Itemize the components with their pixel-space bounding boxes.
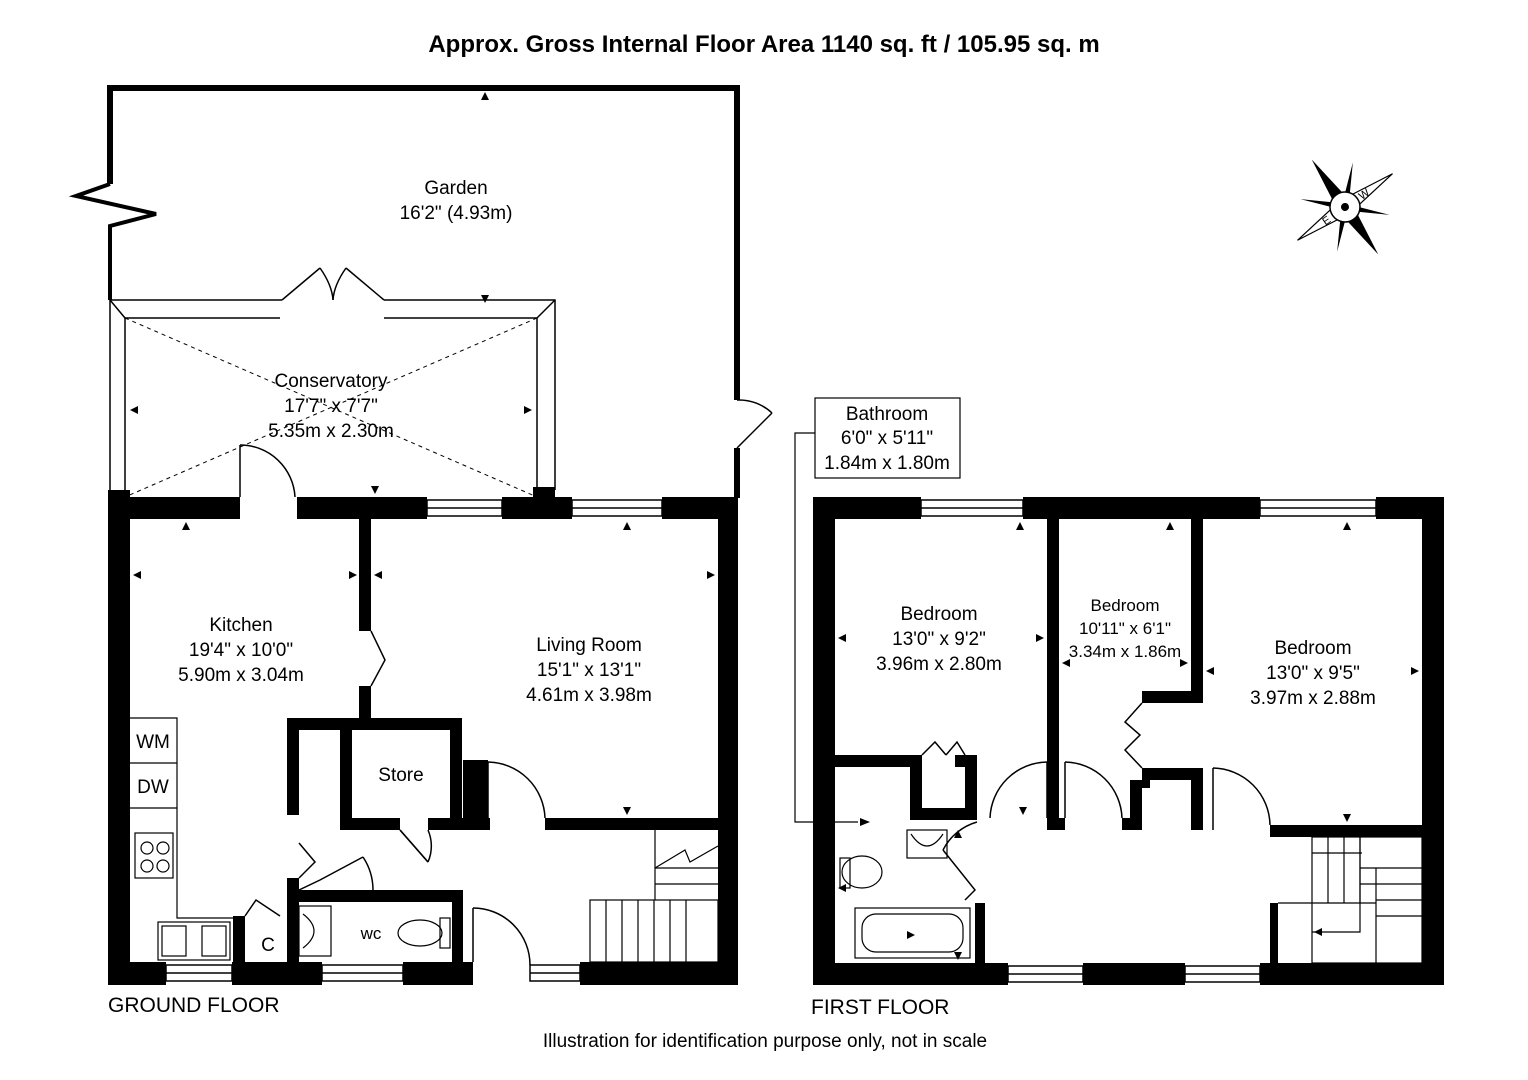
bedroom-3-name: Bedroom	[1274, 638, 1351, 659]
dishwasher-label: DW	[137, 777, 169, 798]
bedroom-2-name: Bedroom	[1091, 596, 1160, 615]
bedroom-1-dim-imperial: 13'0" x 9'2"	[892, 629, 986, 650]
conservatory-frame	[109, 299, 556, 498]
kitchen-dim-imperial: 19'4" x 10'0"	[189, 640, 293, 661]
conservatory-name: Conservatory	[275, 371, 388, 392]
bathroom-leader-arrow	[860, 818, 870, 826]
area-title: Approx. Gross Internal Floor Area 1140 s…	[428, 31, 1099, 58]
bathroom-label-box	[814, 397, 961, 479]
conservatory-dim-metric: 5.35m x 2.30m	[268, 421, 394, 442]
bedroom-1-name: Bedroom	[900, 604, 977, 625]
bathroom-dim-imperial: 6'0" x 5'11"	[841, 428, 933, 449]
ground-floor-label: GROUND FLOOR	[108, 994, 280, 1017]
compass-rose-icon: S W N E	[1297, 159, 1393, 255]
kitchen-worktop	[130, 717, 245, 961]
first-floor-markers	[838, 522, 1419, 960]
living-room-dim-imperial: 15'1" x 13'1"	[537, 660, 641, 681]
ground-floor-markers	[130, 92, 715, 815]
boundary-break-symbol	[68, 182, 157, 300]
garden-dim: 16'2" (4.93m)	[400, 203, 513, 224]
first-floor-doors	[921, 702, 1271, 901]
ground-floor: Garden 16'2" (4.93m) Conservatory 17'7" …	[68, 85, 773, 1017]
first-floor-walls	[813, 497, 1444, 985]
living-room-dim-metric: 4.61m x 3.98m	[526, 685, 652, 706]
first-floor-stairs	[1278, 836, 1423, 964]
first-floor: Bathroom 6'0" x 5'11" 1.84m x 1.80m Bedr…	[794, 397, 1444, 1019]
cupboard-name: C	[261, 935, 275, 956]
store-name: Store	[378, 765, 423, 786]
disclaimer-note: Illustration for identification purpose …	[543, 1031, 987, 1052]
garden-name: Garden	[424, 178, 487, 199]
bathroom-name: Bathroom	[846, 404, 928, 425]
wc-fixtures	[298, 905, 451, 957]
ground-floor-walls	[108, 487, 738, 985]
garden-door	[736, 399, 773, 449]
bathroom-dim-metric: 1.84m x 1.80m	[824, 453, 950, 474]
ground-floor-stairs	[589, 830, 719, 963]
bedroom-1-dim-metric: 3.96m x 2.80m	[876, 654, 1002, 675]
living-room-name: Living Room	[536, 635, 642, 656]
ground-floor-doors	[239, 444, 546, 966]
bedroom-2-dim-metric: 3.34m x 1.86m	[1069, 642, 1181, 661]
kitchen-name: Kitchen	[209, 615, 272, 636]
conservatory-doors	[281, 267, 385, 301]
washing-machine-label: WM	[136, 732, 170, 753]
wc-name: wc	[360, 924, 382, 943]
first-floor-label: FIRST FLOOR	[811, 996, 949, 1019]
first-floor-windows	[920, 499, 1377, 983]
bedroom-3-dim-imperial: 13'0" x 9'5"	[1266, 663, 1360, 684]
bathroom-fixtures	[839, 829, 971, 959]
bedroom-3-dim-metric: 3.97m x 2.88m	[1250, 688, 1376, 709]
garden-boundary	[107, 85, 740, 498]
ground-floor-windows	[165, 499, 663, 982]
kitchen-dim-metric: 5.90m x 3.04m	[178, 665, 304, 686]
bedroom-2-dim-imperial: 10'11" x 6'1"	[1079, 619, 1171, 638]
conservatory-dim-imperial: 17'7" x 7'7"	[284, 396, 378, 417]
